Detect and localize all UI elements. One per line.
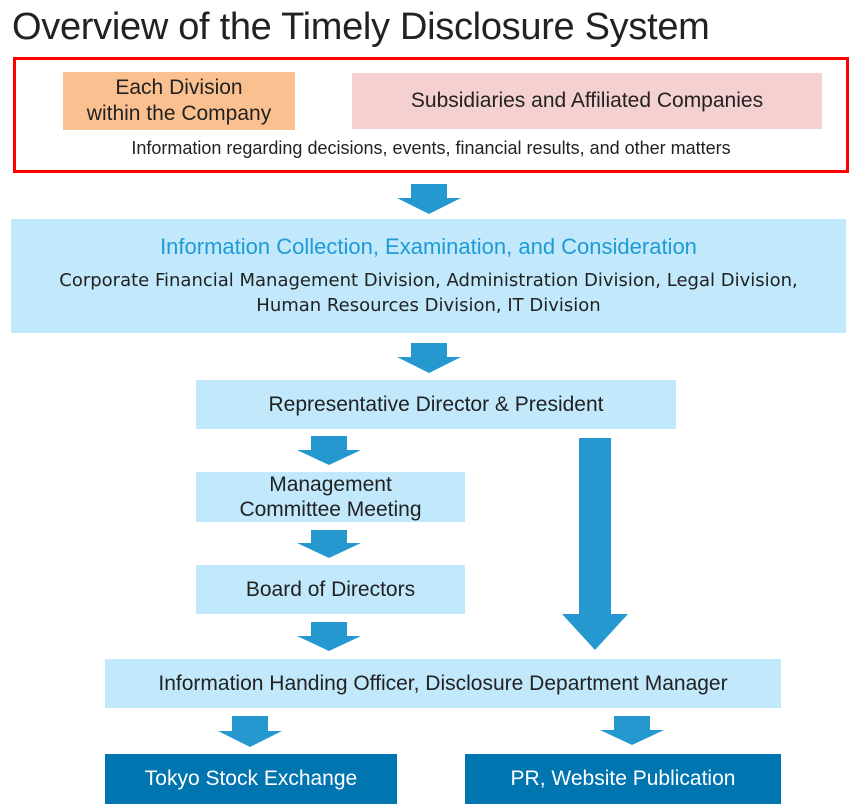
arrow-down-icon <box>297 622 361 651</box>
pr-website-publication-box: PR, Website Publication <box>465 754 781 804</box>
arrow-down-icon <box>218 716 282 747</box>
information-description: Information regarding decisions, events,… <box>131 138 731 158</box>
information-officer-box: Information Handing Officer, Disclosure … <box>105 659 781 708</box>
long-arrow-down-icon <box>562 438 628 650</box>
management-committee-line-1: Management <box>269 473 392 496</box>
collection-heading: Information Collection, Examination, and… <box>160 234 697 259</box>
management-committee-box: Management Committee Meeting <box>196 472 465 522</box>
management-committee-line-2: Committee Meeting <box>239 498 422 521</box>
information-sources-frame <box>13 57 849 173</box>
page-title: Overview of the Timely Disclosure System <box>12 6 710 48</box>
each-division-box: Each Division within the Company <box>63 72 295 130</box>
arrow-down-icon <box>397 184 461 214</box>
each-division-line-2: within the Company <box>86 102 272 125</box>
arrow-down-icon <box>397 343 461 373</box>
collection-divisions: Corporate Financial Management Division,… <box>59 270 798 316</box>
each-division-line-1: Each Division <box>115 76 243 99</box>
subsidiaries-box: Subsidiaries and Affiliated Companies <box>352 73 822 129</box>
arrow-down-icon <box>600 716 664 745</box>
information-collection-box: Information Collection, Examination, and… <box>11 219 846 333</box>
president-box: Representative Director & President <box>196 380 676 429</box>
arrow-down-icon <box>297 436 361 465</box>
board-of-directors-box: Board of Directors <box>196 565 465 614</box>
tokyo-stock-exchange-box: Tokyo Stock Exchange <box>105 754 397 804</box>
arrow-down-icon <box>297 530 361 558</box>
